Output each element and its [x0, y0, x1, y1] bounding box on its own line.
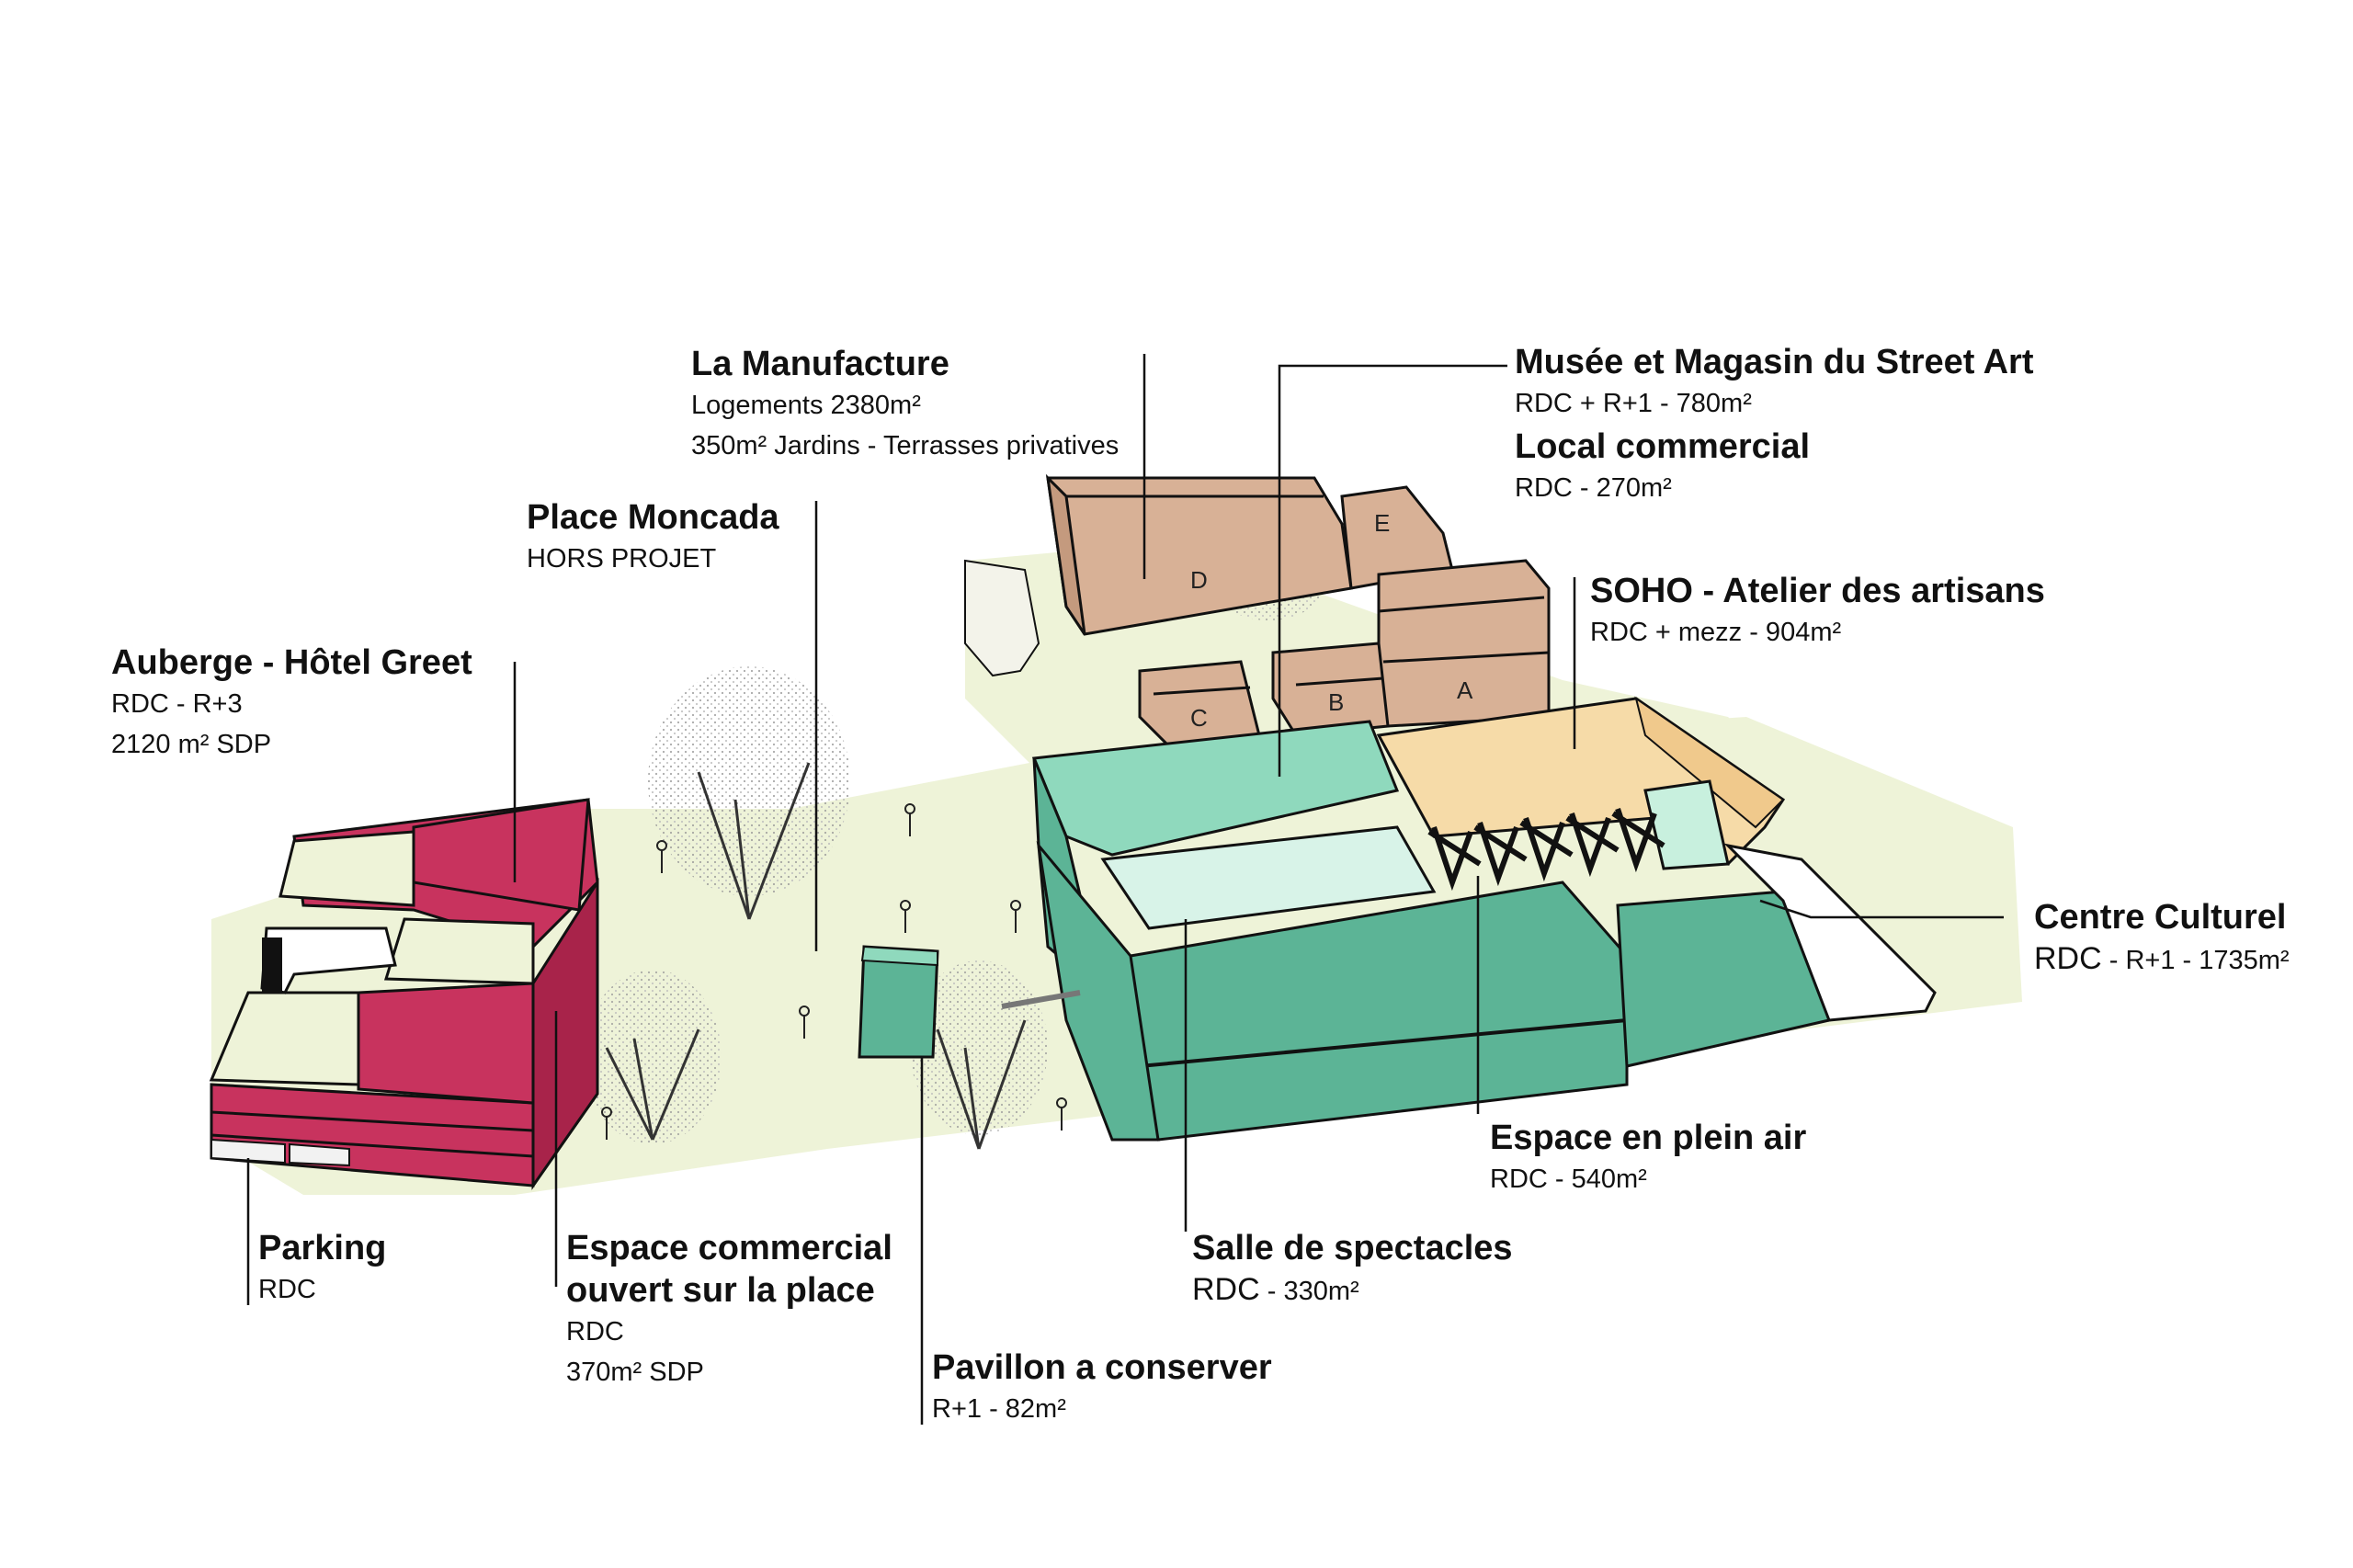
manufacture-title: La Manufacture [691, 345, 949, 383]
person-icon [904, 803, 915, 836]
salle-line1b: - 330m² [1259, 1277, 1359, 1306]
person-icon [1010, 900, 1021, 933]
tree-icon [648, 666, 850, 920]
label-la-manufacture: La Manufacture Logements 2380m² 350m² Ja… [691, 343, 1119, 466]
block-c-label: C [1190, 704, 1208, 732]
label-centre-culturel: Centre Culturel RDC - R+1 - 1735m² [2034, 896, 2290, 981]
roof-trusses [1427, 808, 1665, 892]
espace-air-title: Espace en plein air [1490, 1119, 1807, 1157]
label-espace-commercial: Espace commercial ouvert sur la place RD… [566, 1227, 892, 1392]
label-pavillon: Pavillon a conserver R+1 - 82m² [932, 1346, 1272, 1429]
manufacture-line2: 350m² Jardins - Terrasses privatives [691, 431, 1120, 460]
commercial-line2: 370m² SDP [566, 1358, 704, 1387]
parking-line1: RDC [258, 1275, 316, 1304]
tree-icon [584, 970, 722, 1144]
commercial-line1: RDC [566, 1317, 624, 1346]
soho-title: SOHO - Atelier des artisans [1590, 572, 2045, 610]
musee-title: Musée et Magasin du Street Art [1515, 343, 2034, 381]
pavillon-building [858, 945, 939, 1059]
commercial-title1: Espace commercial [566, 1229, 892, 1267]
musee-line1: RDC + R+1 - 780m² [1515, 389, 1752, 418]
auberge-line1: RDC - R+3 [111, 689, 243, 719]
espace-air-line1: RDC - 540m² [1490, 1165, 1647, 1194]
centre-culturel-building [1001, 720, 1937, 1142]
label-soho: SOHO - Atelier des artisans RDC + mezz -… [1590, 570, 2045, 653]
person-icon [900, 900, 911, 933]
salle-line1a: RDC [1192, 1272, 1260, 1307]
person-icon [799, 1006, 810, 1039]
block-a-label: A [1457, 676, 1473, 704]
people-figures [601, 803, 1067, 1140]
person-icon [656, 840, 667, 873]
auberge-title: Auberge - Hôtel Greet [111, 643, 472, 682]
centre-title: Centre Culturel [2034, 898, 2287, 937]
label-place-moncada: Place Moncada HORS PROJET [527, 496, 779, 579]
pavillon-title: Pavillon a conserver [932, 1348, 1272, 1387]
person-icon [1056, 1097, 1067, 1131]
soho-line1: RDC + mezz - 904m² [1590, 618, 1842, 647]
label-salle-spectacles: Salle de spectacles RDC - 330m² [1192, 1227, 1513, 1312]
centre-line1b: - R+1 - 1735m² [2101, 946, 2290, 975]
label-espace-plein-air: Espace en plein air RDC - 540m² [1490, 1117, 1806, 1199]
commercial-title2: ouvert sur la place [566, 1271, 875, 1310]
parking-title: Parking [258, 1229, 387, 1267]
leader-lines [246, 354, 2004, 1425]
local-line1: RDC - 270m² [1515, 473, 1672, 503]
block-e-label: E [1374, 509, 1390, 537]
manufacture-line1: Logements 2380m² [691, 391, 921, 420]
pavillon-line1: R+1 - 82m² [932, 1394, 1066, 1424]
auberge-line2: 2120 m² SDP [111, 730, 272, 759]
label-local-commercial: Local commercial RDC - 270m² [1515, 426, 1810, 508]
place-line1: HORS PROJET [527, 544, 717, 574]
block-b-label: B [1328, 688, 1344, 716]
manufacture-buildings: C B A D E [964, 473, 1551, 746]
block-d-label: D [1190, 566, 1208, 594]
centre-line1a: RDC [2034, 941, 2102, 976]
hotel-building [209, 798, 599, 1190]
place-title: Place Moncada [527, 498, 779, 537]
label-parking: Parking RDC [258, 1227, 386, 1310]
label-auberge: Auberge - Hôtel Greet RDC - R+3 2120 m² … [111, 642, 472, 765]
person-icon [601, 1107, 612, 1140]
label-musee: Musée et Magasin du Street Art RDC + R+1… [1515, 341, 2034, 424]
local-title: Local commercial [1515, 427, 1811, 466]
salle-title: Salle de spectacles [1192, 1229, 1513, 1267]
